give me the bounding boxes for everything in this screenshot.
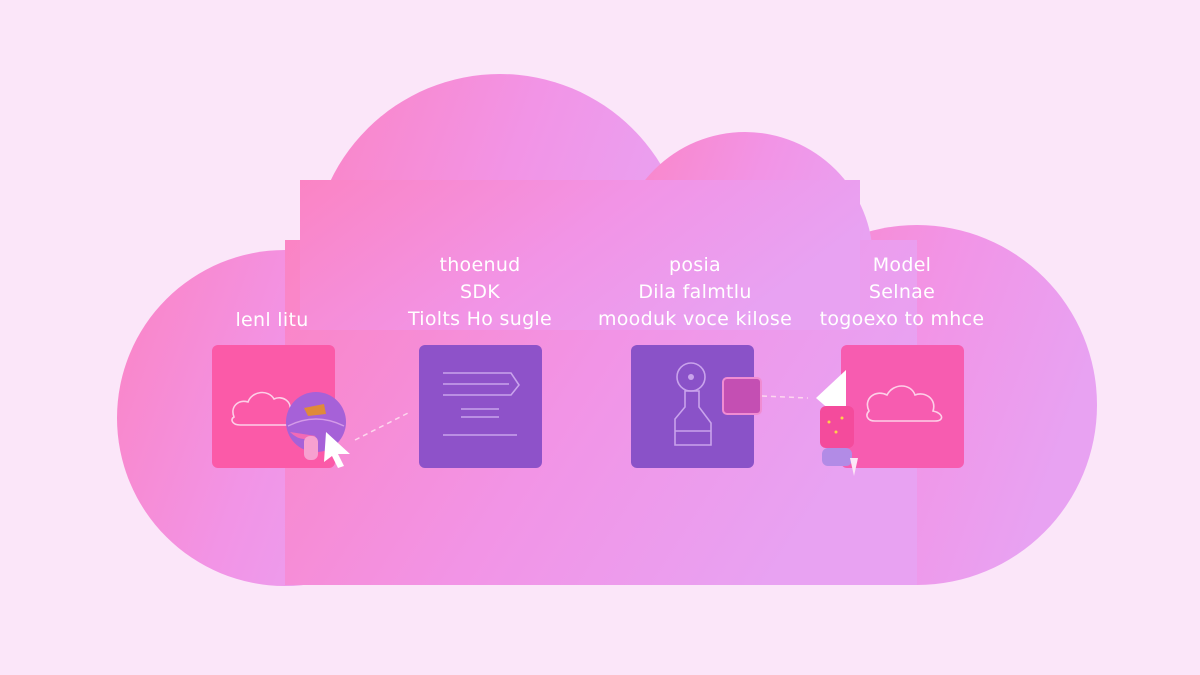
node-tile-4[interactable] <box>841 345 964 468</box>
node-3-line-2: Dila falmtlu <box>638 281 752 303</box>
globe-icon <box>286 392 350 468</box>
node-2-line-1: thoenud <box>439 254 521 276</box>
cursor-device-icon <box>816 370 858 476</box>
node-label-3: posia Dila falmtlu mooduk voce kilose <box>595 252 795 333</box>
node-2-line-2: SDK <box>459 281 501 303</box>
cloud-icon <box>231 391 302 426</box>
node-tile-2[interactable] <box>419 345 542 468</box>
joystick-icon <box>674 362 712 446</box>
connector-line-3 <box>761 395 809 399</box>
chip-icon <box>722 377 762 415</box>
connector-line-1 <box>354 411 411 441</box>
cloud-shape <box>117 74 1097 586</box>
cloud-icon <box>866 385 943 422</box>
node-label-1: lenl litu <box>192 307 352 334</box>
node-1-line-1: lenl litu <box>235 309 309 331</box>
node-3-line-1: posia <box>668 254 721 276</box>
node-label-2: thoenud SDK Tiolts Ho sugle <box>395 252 565 333</box>
node-4-line-1: Model <box>872 254 932 276</box>
code-lines-icon <box>443 372 520 436</box>
node-label-4: Model Selnae togoexo to mhce <box>812 252 992 333</box>
node-2-line-3: Tiolts Ho sugle <box>407 308 552 330</box>
node-3-line-3: mooduk voce kilose <box>597 308 793 330</box>
node-4-line-3: togoexo to mhce <box>819 308 985 330</box>
node-4-line-2: Selnae <box>868 281 936 303</box>
